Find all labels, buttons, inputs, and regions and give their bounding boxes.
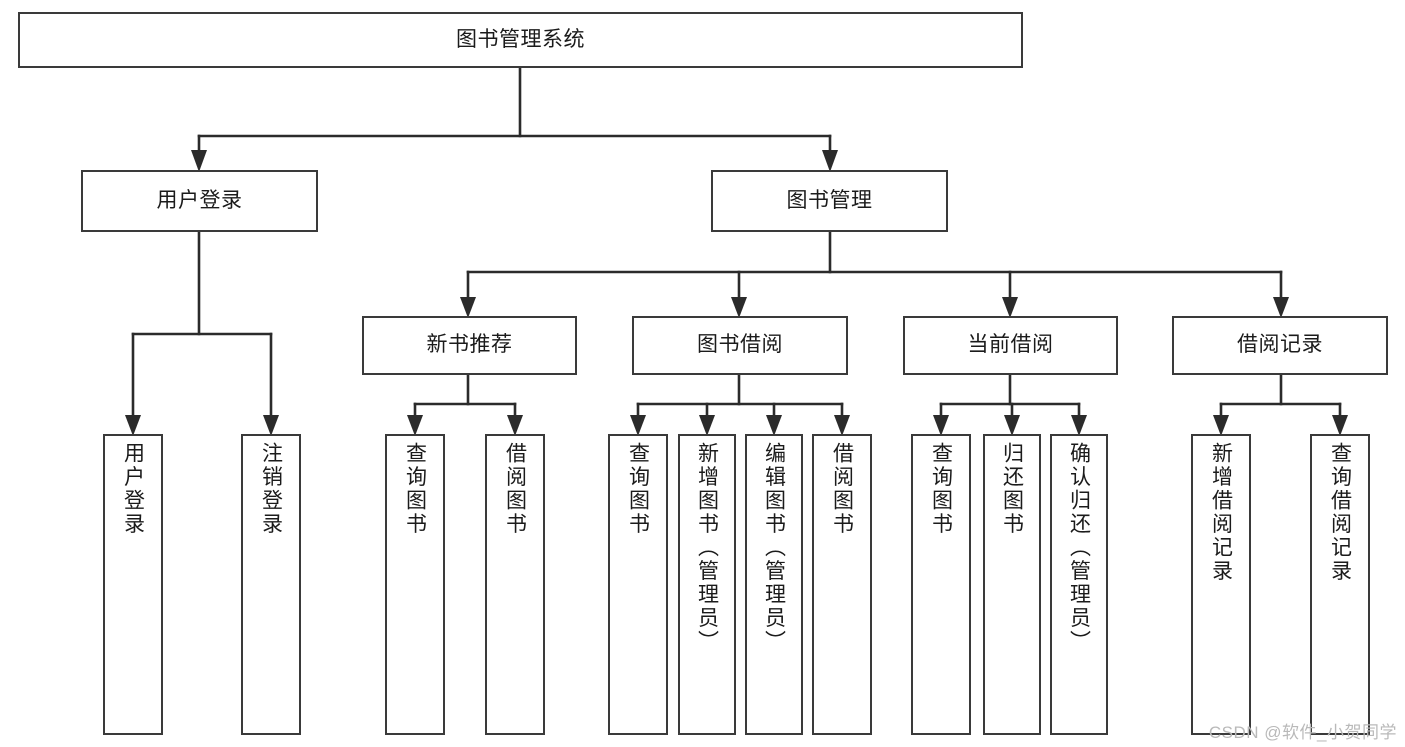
node-user-login-label: 用户登录 xyxy=(156,188,243,212)
node-leaf-confirm-return-label: 确认归还（管理员） xyxy=(1067,442,1091,654)
node-leaf-user-login-label: 用户登录 xyxy=(121,442,145,536)
node-leaf-user-login[interactable]: 用户登录 xyxy=(103,434,163,735)
node-current-borrow[interactable]: 当前借阅 xyxy=(903,316,1118,375)
node-root-label: 图书管理系统 xyxy=(456,27,585,51)
node-leaf-query-book-rec[interactable]: 查询图书 xyxy=(385,434,445,735)
node-leaf-edit-book[interactable]: 编辑图书（管理员） xyxy=(745,434,803,735)
node-leaf-add-borrow-record-label: 新增借阅记录 xyxy=(1209,442,1233,583)
node-leaf-borrow-book-rec[interactable]: 借阅图书 xyxy=(485,434,545,735)
node-leaf-logout-label: 注销登录 xyxy=(259,442,283,536)
node-new-book-recommend[interactable]: 新书推荐 xyxy=(362,316,577,375)
node-leaf-query-book-rec-label: 查询图书 xyxy=(403,442,427,536)
node-leaf-query-book-current[interactable]: 查询图书 xyxy=(911,434,971,735)
node-leaf-query-book-current-label: 查询图书 xyxy=(929,442,953,536)
node-leaf-borrow-book[interactable]: 借阅图书 xyxy=(812,434,872,735)
node-user-login[interactable]: 用户登录 xyxy=(81,170,318,232)
node-leaf-query-borrow-record[interactable]: 查询借阅记录 xyxy=(1310,434,1370,735)
node-leaf-confirm-return[interactable]: 确认归还（管理员） xyxy=(1050,434,1108,735)
node-leaf-return-book-label: 归还图书 xyxy=(1000,442,1024,536)
node-leaf-edit-book-label: 编辑图书（管理员） xyxy=(762,442,786,654)
node-leaf-query-borrow-record-label: 查询借阅记录 xyxy=(1328,442,1352,583)
node-book-borrow-label: 图书借阅 xyxy=(697,333,783,357)
watermark: CSDN @软件_小贺同学 xyxy=(1208,723,1397,742)
node-book-management-label: 图书管理 xyxy=(786,188,873,212)
node-leaf-add-borrow-record[interactable]: 新增借阅记录 xyxy=(1191,434,1251,735)
node-leaf-borrow-book-label: 借阅图书 xyxy=(830,442,854,536)
node-leaf-query-book-borrow-label: 查询图书 xyxy=(626,442,650,536)
node-current-borrow-label: 当前借阅 xyxy=(967,333,1054,357)
node-leaf-logout[interactable]: 注销登录 xyxy=(241,434,301,735)
node-borrow-record[interactable]: 借阅记录 xyxy=(1172,316,1388,375)
node-leaf-borrow-book-rec-label: 借阅图书 xyxy=(503,442,527,536)
node-book-management[interactable]: 图书管理 xyxy=(711,170,948,232)
node-root[interactable]: 图书管理系统 xyxy=(18,12,1023,68)
node-book-borrow[interactable]: 图书借阅 xyxy=(632,316,848,375)
node-leaf-add-book[interactable]: 新增图书（管理员） xyxy=(678,434,736,735)
node-leaf-return-book[interactable]: 归还图书 xyxy=(983,434,1041,735)
node-new-book-recommend-label: 新书推荐 xyxy=(426,333,513,357)
node-leaf-add-book-label: 新增图书（管理员） xyxy=(695,442,719,654)
node-leaf-query-book-borrow[interactable]: 查询图书 xyxy=(608,434,668,735)
node-borrow-record-label: 借阅记录 xyxy=(1237,333,1323,357)
